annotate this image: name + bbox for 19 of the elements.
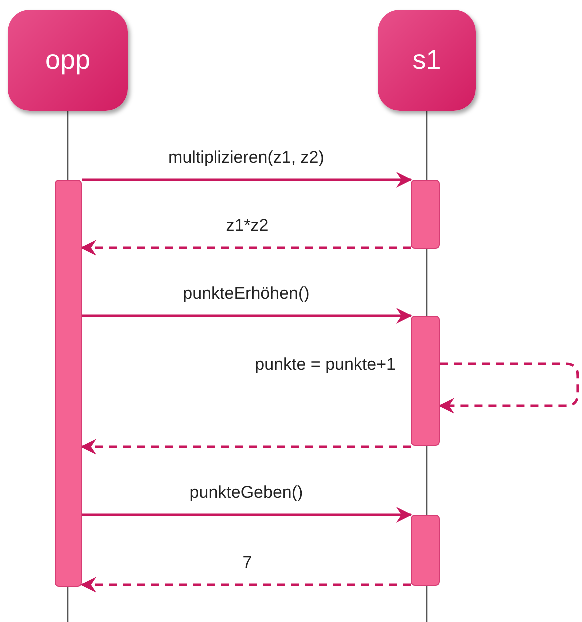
message-label: multiplizieren(z1, z2) (166, 148, 326, 168)
message-label: punkteErhöhen() (181, 284, 312, 304)
participant-name: s1 (412, 45, 442, 76)
return-arrow (80, 439, 411, 455)
message-label: punkte = punkte+1 (253, 355, 398, 375)
lifeline-head (378, 10, 476, 111)
message-arrow (82, 507, 412, 523)
activation-bar (411, 180, 440, 249)
lifeline-head (8, 10, 128, 111)
message-arrow (82, 308, 412, 324)
return-arrow (438, 362, 580, 414)
participant-name: opp (45, 45, 91, 76)
activation-bar (411, 515, 440, 586)
message-arrow (82, 172, 412, 188)
activation-bar (411, 316, 440, 446)
return-arrow (80, 240, 411, 256)
activation-bar (55, 180, 82, 587)
message-label: punkteGeben() (188, 483, 306, 503)
return-arrow (80, 577, 411, 593)
